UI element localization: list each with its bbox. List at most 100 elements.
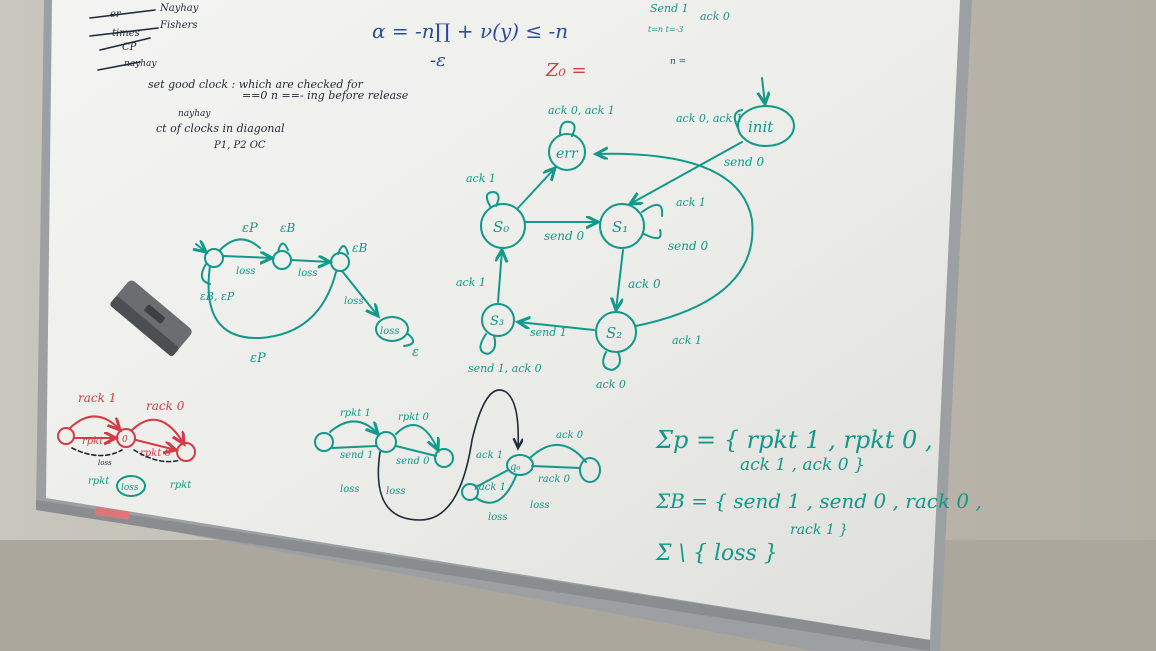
s1-to-s2 <box>616 249 624 310</box>
left-bottom-ep: εP <box>250 351 266 366</box>
red-center-label: 0 <box>122 435 128 445</box>
formula-epsilon: -ε <box>430 50 446 71</box>
mid-rpkt0: rpkt 0 <box>398 412 429 423</box>
init-to-s1-label: send 0 <box>724 155 764 169</box>
sigma-rest: Σ \ { loss } <box>655 541 778 566</box>
red-loss-state <box>116 475 146 497</box>
note-cp: CP <box>122 42 137 53</box>
note-nayhay-2: nayhay <box>124 59 157 69</box>
mid-q0-label: q₀ <box>510 462 520 473</box>
whiteboard-surface <box>46 0 960 640</box>
mid-rack0: rack 0 <box>538 474 571 485</box>
formula-z0: Z₀ = <box>545 60 587 81</box>
mid-connector <box>377 389 518 521</box>
s3-to-s0 <box>498 250 502 303</box>
s2-to-s3 <box>518 322 595 331</box>
sigma-p-line1: Σp = { rpkt 1 , rpkt 0 , <box>655 426 933 454</box>
left-state-1 <box>204 248 224 268</box>
note-p1p2: P1, P2 OC <box>213 140 266 151</box>
mid-ack0: ack 0 <box>556 430 584 441</box>
s3-loop <box>479 333 497 356</box>
sigma-b-line1: ΣB = { send 1 , send 0 , rack 0 , <box>655 489 982 513</box>
left-edge-3 <box>341 270 378 316</box>
note-nayhay: Nayhay <box>159 3 199 14</box>
note-arrows <box>89 9 159 71</box>
mid-rpkt1: rpkt 1 <box>340 408 371 419</box>
s1-loop-ack-label: ack 1 <box>676 196 706 209</box>
left-eb2: εB <box>352 241 367 255</box>
s3-loop-label: send 1, ack 0 <box>468 362 542 375</box>
left-final-eps: ε <box>412 345 419 360</box>
init-entry-arrow <box>762 77 765 104</box>
marker-tray <box>36 500 930 651</box>
state-s3 <box>481 303 515 337</box>
red-loss: loss <box>98 459 112 467</box>
left-loss3: loss <box>344 296 363 307</box>
left-loop-eb <box>277 242 289 253</box>
left-big-loop <box>207 265 337 340</box>
red-rpkt0-edge <box>135 439 176 450</box>
note-set-good-clock: set good clock : which are checked for <box>148 78 364 91</box>
s2-to-s3-label: send 1 <box>530 326 567 339</box>
mid-q0 <box>506 454 534 476</box>
s1-to-s2-label: ack 0 <box>628 277 661 291</box>
s0-to-s1-label: send 0 <box>544 229 584 243</box>
left-loop-label: εB, εP <box>200 290 235 303</box>
note-fishers: Fishers <box>159 20 198 31</box>
sigma-p-line2: ack 1 , ack 0 } <box>740 455 865 475</box>
state-s2 <box>595 311 637 353</box>
s1-loop-send <box>643 229 662 240</box>
s2-loop-label: ack 0 <box>596 378 626 391</box>
err-loop <box>559 120 576 137</box>
note-clocks-diagonal: ct of clocks in diagonal <box>156 122 285 135</box>
whiteboard-eraser <box>110 280 192 357</box>
top-n: n = <box>670 57 686 67</box>
red-marker <box>94 507 130 520</box>
red-state-left <box>57 427 75 445</box>
left-entry <box>196 244 206 252</box>
state-s1-label: S₁ <box>612 218 628 236</box>
left-eb1: εB <box>280 221 295 235</box>
mid-state-center <box>375 431 397 453</box>
note-times: times <box>112 28 140 39</box>
mid-edges-right <box>475 443 587 504</box>
red-rack1-edge <box>69 415 120 430</box>
s2-to-err <box>596 154 754 327</box>
s1-loop-send-label: send 0 <box>668 239 708 253</box>
init-loop <box>733 109 743 129</box>
note-nayhay-3: nayhay <box>178 109 211 119</box>
sigma-b-line2: rack 1 } <box>790 522 848 538</box>
left-fsm: εP εB εB loss loss εB, εP loss εP loss ε <box>196 221 419 366</box>
mid-loss1: loss <box>340 484 359 495</box>
mid-rpkt1-edge <box>329 420 378 434</box>
left-ep1: εP <box>242 221 258 236</box>
left-loop-ep <box>219 238 261 251</box>
s1-loop-ack <box>641 204 664 217</box>
top-send1: Send 1 <box>650 2 689 15</box>
left-final-label: loss <box>380 326 399 337</box>
state-s3-label: S₃ <box>490 314 504 329</box>
middle-fsm: rpkt 1 rpkt 0 send 1 send 0 loss loss q₀… <box>314 389 601 523</box>
red-rpkt0b: rpkt <box>170 480 192 491</box>
red-lossb: loss <box>121 483 139 493</box>
left-final-loop <box>403 333 415 347</box>
left-edge-1 <box>222 256 272 258</box>
red-rack1: rack 1 <box>78 391 116 405</box>
formula-alpha: α = -n∏ + ν(y) ≤ -n <box>372 19 568 43</box>
mid-send0: send 0 <box>396 456 430 467</box>
s3-to-s0-label: ack 1 <box>456 276 486 289</box>
s0-loop <box>485 190 500 207</box>
red-rpkt0: rpkt 0 <box>140 448 171 459</box>
left-loss2: loss <box>298 268 317 279</box>
left-loop-eb2 <box>337 245 349 255</box>
mid-loss2: loss <box>386 486 405 497</box>
state-err <box>548 133 586 171</box>
alphabet-sets: Σp = { rpkt 1 , rpkt 0 , ack 1 , ack 0 }… <box>655 426 982 566</box>
left-final-state <box>375 316 409 342</box>
state-init-label: init <box>748 118 774 136</box>
red-dashed <box>71 447 181 463</box>
mid-ack1: ack 1 <box>476 450 503 461</box>
s0-to-err <box>517 168 555 209</box>
mid-state-left <box>314 432 334 452</box>
